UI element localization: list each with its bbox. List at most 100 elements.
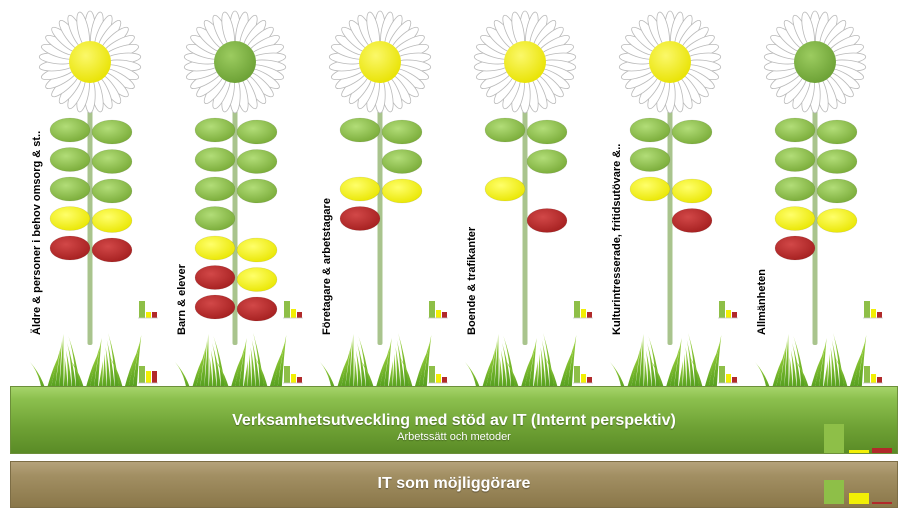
grass-blade	[422, 335, 432, 390]
daisy-head	[618, 10, 722, 114]
leaf-green	[194, 147, 236, 172]
leaf-green	[49, 147, 91, 172]
grass-tuft	[755, 333, 867, 390]
leaf-yellow	[381, 178, 423, 204]
grass-blade	[630, 348, 641, 390]
leaf-yellow	[91, 208, 133, 233]
grass-blade	[485, 348, 496, 390]
leaf-green	[774, 117, 816, 143]
mini-bar-yellow	[871, 374, 876, 383]
grass-blade	[106, 340, 115, 390]
flower-center	[69, 41, 111, 83]
business-bar-green	[824, 424, 844, 453]
grass-blade	[648, 336, 661, 390]
grass-blade	[102, 354, 107, 390]
mini-bar-red	[587, 377, 592, 383]
grass-blade	[755, 362, 771, 390]
leaf-green	[236, 178, 278, 204]
stem	[377, 100, 383, 345]
grass-blade	[830, 347, 836, 390]
grass-blade	[771, 355, 785, 390]
flower-5: Kulturintresserade, fritidsutövare &..	[610, 10, 738, 390]
leaf-red	[194, 294, 236, 320]
grass-blade	[89, 345, 101, 390]
grass-blade	[204, 334, 209, 390]
mini-chart-top	[863, 301, 883, 319]
leaf-green	[236, 119, 278, 145]
grass-blade	[191, 355, 205, 390]
leaf-green	[236, 149, 278, 174]
mini-bar-red	[152, 312, 157, 318]
grass-blade	[68, 336, 81, 390]
grass-blade	[357, 343, 367, 390]
flower-label: Företagare & arbetstagare	[321, 198, 333, 335]
leaf-green	[91, 178, 133, 204]
grass-blade	[543, 333, 555, 390]
grass-blade	[524, 345, 536, 390]
mini-bar-red	[732, 377, 737, 383]
business-band-title: Verksamhetsutveckling med stöd av IT (In…	[232, 412, 676, 429]
grass-blade	[65, 350, 72, 390]
mini-bar-green	[139, 366, 145, 383]
mini-chart-bottom	[138, 366, 158, 384]
grass-blade	[214, 359, 230, 390]
mini-bar-green	[139, 301, 145, 318]
grass-blade	[358, 336, 371, 390]
mini-bar-green	[574, 301, 580, 318]
grass-blade	[685, 347, 691, 390]
grass-blade	[208, 357, 213, 390]
mini-bar-red	[442, 312, 447, 318]
grass-blade	[243, 361, 248, 390]
grass-blade	[563, 342, 575, 390]
leaf-green	[484, 117, 526, 143]
leaf-red	[236, 296, 278, 322]
leaf-green	[816, 119, 858, 145]
business-bar-yellow	[849, 449, 869, 453]
grass-blade	[247, 354, 252, 390]
grass-blade	[355, 350, 362, 390]
mini-bar-yellow	[291, 374, 296, 383]
mini-bar-yellow	[146, 312, 151, 318]
grass-blade	[540, 347, 546, 390]
grass-blade	[528, 338, 537, 390]
grass-blade	[383, 338, 392, 390]
grass-blade	[30, 362, 46, 390]
stem	[522, 100, 528, 345]
it-bar-red	[872, 502, 892, 504]
flower-6: Allmänheten	[755, 10, 883, 390]
mini-chart-bottom	[573, 366, 593, 384]
flower-2: Barn & elever	[175, 10, 303, 390]
grass-blade	[779, 341, 787, 390]
leaf-green	[49, 176, 91, 202]
grass-blade	[50, 348, 61, 390]
leaf-green	[526, 119, 568, 145]
grass-blade	[544, 356, 559, 390]
leaf-green	[671, 119, 713, 145]
leaf-red	[526, 208, 568, 233]
mini-bar-yellow	[726, 374, 731, 383]
leaf-green	[526, 149, 568, 174]
mini-bar-green	[429, 366, 435, 383]
mini-bar-red	[587, 312, 592, 318]
grass-blade	[254, 356, 269, 390]
grass-blade	[250, 347, 256, 390]
leaf-yellow	[671, 178, 713, 204]
leaf-green	[194, 176, 236, 202]
leaf-red	[774, 235, 816, 261]
grass-blade	[833, 333, 845, 390]
leaf-green	[91, 149, 133, 174]
grass-blade	[498, 357, 503, 390]
grass-blade	[132, 335, 142, 390]
stem	[667, 100, 673, 345]
flower-label: Kulturintresserade, fritidsutövare &..	[611, 144, 623, 335]
mini-bar-green	[864, 301, 870, 318]
grass-blade	[109, 356, 124, 390]
grass-blade	[533, 361, 538, 390]
grass-blade	[379, 345, 391, 390]
grass-blade	[175, 362, 191, 390]
mini-bar-yellow	[436, 374, 441, 383]
grass-blade	[649, 359, 665, 390]
mini-bar-red	[442, 377, 447, 383]
grass-blade	[212, 343, 222, 390]
